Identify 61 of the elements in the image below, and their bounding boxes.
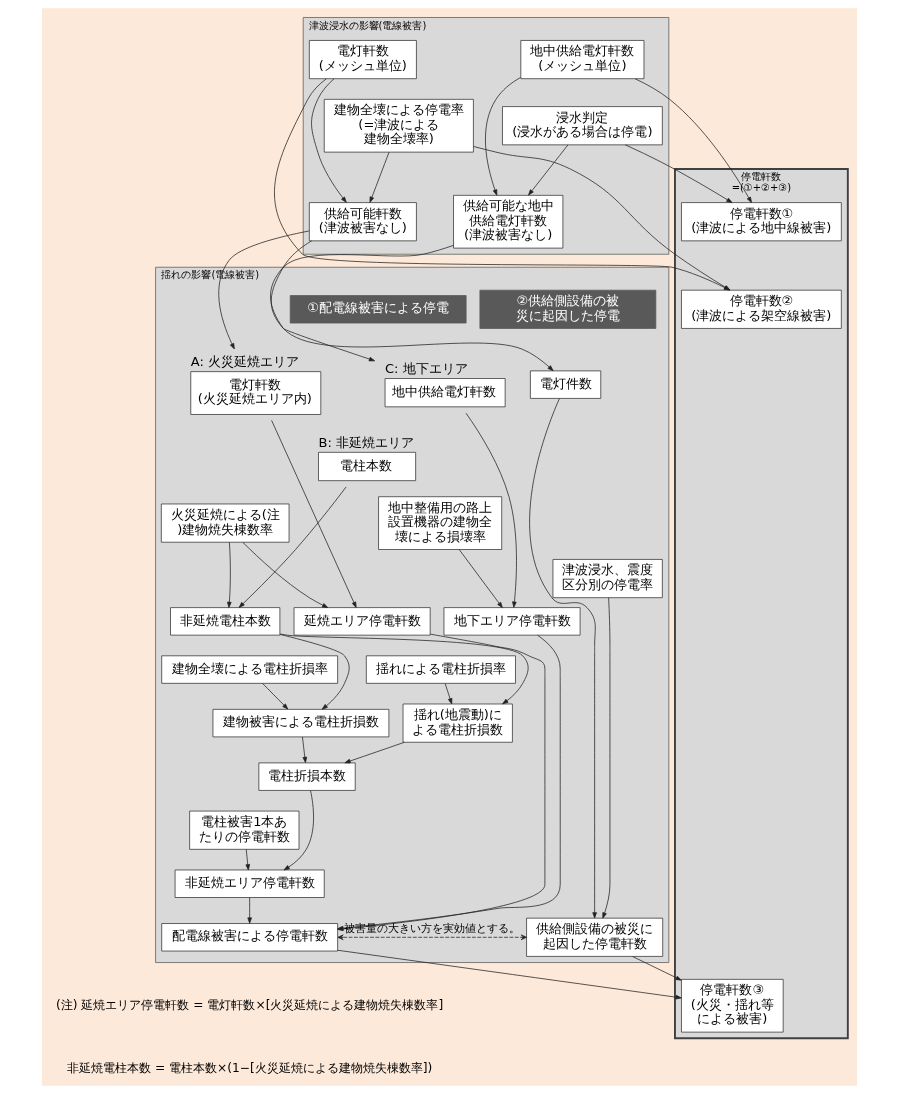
node-box: 非延焼電柱本数 <box>170 607 281 636</box>
arrow <box>283 790 314 871</box>
node-box: 停電軒数② (津波による架空線被害) <box>681 289 842 329</box>
arrow <box>279 634 350 710</box>
arrow <box>302 736 308 763</box>
node-box: 地中整備用の路上設置機器の建物全壊による損壊率 <box>378 496 503 550</box>
node-box: ②供給側設備の被災に起因した停電 <box>479 289 657 329</box>
label: 非延焼電柱本数 = 電柱本数×(1−[火災延焼による建物焼失棟数率]) <box>67 1060 433 1075</box>
arrow <box>245 849 251 871</box>
arrow <box>624 144 733 203</box>
node-box: 建物被害による電柱折損数 <box>212 708 390 738</box>
node-box: 火災延焼による(注)建物焼失棟数率 <box>160 503 290 543</box>
arrow <box>634 78 752 203</box>
arrow <box>528 144 569 196</box>
arrow <box>337 934 527 941</box>
arrow <box>344 741 405 764</box>
node-box: 供給可能な地中供給電灯軒数(津波被害なし) <box>453 194 564 249</box>
node-box: 供給可能軒数(津波被害なし) <box>308 202 417 242</box>
node-box: 地下エリア停電軒数 <box>443 607 581 636</box>
arrow <box>238 486 347 608</box>
label: (注) 延焼エリア停電軒数 = 電灯軒数×[火災延焼による建物焼失棟数率] <box>56 997 444 1012</box>
node-box: ①配電線被害による停電 <box>289 295 467 324</box>
node-box: 停電軒数① (津波による地中線被害) <box>681 202 842 242</box>
arrow <box>227 541 232 608</box>
arrow <box>242 542 329 608</box>
node-box: 揺れ(地震動)による電柱折損数 <box>402 703 513 743</box>
arrow <box>458 549 503 608</box>
node-box: 延焼エリア停電軒数 <box>293 607 431 636</box>
node-box: 電柱折損本数 <box>258 762 356 791</box>
node-box: 地中供給電灯軒数 (メッシュ単位) <box>520 40 645 80</box>
node-box: 建物全壊による停電率 (=津波による建物全壊率) <box>323 98 474 153</box>
arrow <box>247 897 252 924</box>
node-box: 揺れによる電柱折損率 <box>365 655 516 684</box>
node-box: 配電線被害による停電軒数 <box>161 923 338 952</box>
node-box: 電柱被害1本あたりの停電軒数 <box>189 810 300 850</box>
arrow <box>262 683 289 710</box>
arrow <box>369 151 390 203</box>
node-label: B: 非延焼エリア <box>318 434 414 450</box>
arrow <box>270 245 454 362</box>
arrow <box>337 949 682 1000</box>
node-box: 電灯件数 <box>530 370 602 399</box>
arrow <box>602 597 611 919</box>
arrow <box>271 420 357 608</box>
node-box: 建物全壊による電柱折損率 <box>161 655 338 684</box>
node-label: A: 火災延焼エリア <box>190 353 299 369</box>
arrow <box>311 78 347 203</box>
arrow <box>529 398 597 919</box>
arrow <box>485 77 521 196</box>
node-box: 非延焼エリア停電軒数 <box>174 869 325 898</box>
arrow <box>279 633 529 705</box>
node-label: C: 地下エリア <box>385 360 468 376</box>
arrow <box>444 683 453 705</box>
arrow <box>270 240 554 371</box>
arrow <box>465 412 517 608</box>
node-box: 供給側設備の被災に起因した停電軒数 <box>526 917 664 957</box>
node-box: 停電軒数③ (火災・揺れ等による被害) <box>681 979 784 1033</box>
arrow <box>218 230 310 350</box>
node-box: 津波浸水、震度区分別の停電率 <box>552 559 663 599</box>
arrow <box>632 956 682 981</box>
node-box: 浸水判定 (浸水がある場合は停電) <box>502 106 663 146</box>
node-box: 電灯軒数 (メッシュ単位) <box>308 40 417 80</box>
